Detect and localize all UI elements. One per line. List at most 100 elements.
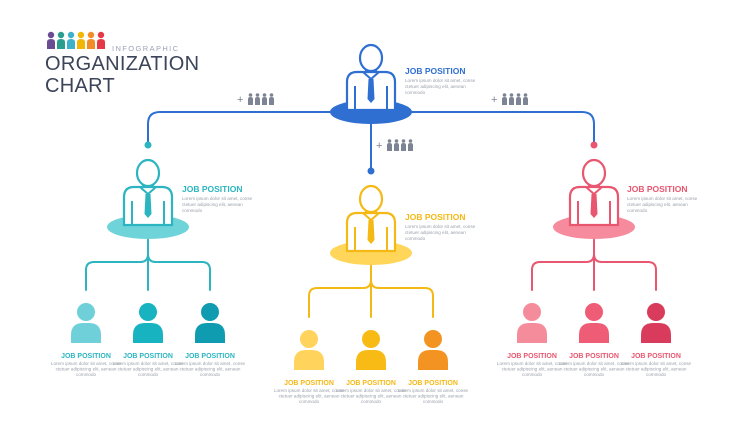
- staff-desc-3: commodo: [138, 372, 159, 377]
- connector-lines: [85, 111, 657, 318]
- top-position-desc-1: Lorem ipsum dolor sit amet, conse: [405, 78, 476, 83]
- connector-teal-staff-3: [147, 239, 211, 291]
- people-group-icon: [509, 93, 514, 105]
- manager-3-desc-2: ctetuer adipiscing elit, aenean: [627, 202, 688, 207]
- staff-desc-2: ctetuer adipiscing elit, aenean: [56, 367, 117, 372]
- top-position-desc-2: ctetuer adipiscing elit, aenean: [405, 84, 466, 89]
- logo-person-icon: [87, 31, 95, 49]
- manager-1-desc-2: ctetuer adipiscing elit, aenean: [182, 202, 243, 207]
- manager-3-figure[interactable]: [553, 158, 635, 239]
- manager-2-text: JOB POSITION Lorem ipsum dolor sit amet,…: [405, 212, 476, 241]
- top-position-desc-3: commodo: [405, 90, 426, 95]
- staff-desc-3: commodo: [423, 399, 444, 404]
- staff-title: JOB POSITION: [61, 353, 111, 360]
- connector-yellow-staff-1: [308, 265, 372, 318]
- manager-1-figure[interactable]: [107, 158, 189, 239]
- manager-2-figure[interactable]: [330, 184, 412, 265]
- person-silhouette-icon: [517, 303, 547, 343]
- page-title-line1: ORGANIZATION: [45, 53, 199, 75]
- manager-3-desc-1: Lorem ipsum dolor sit amet, conse: [627, 196, 698, 201]
- staff-desc-2: ctetuer adipiscing elit, aenean: [403, 394, 464, 399]
- person-with-tie-icon: [568, 158, 620, 227]
- add-people-right: +: [491, 93, 528, 106]
- staff-desc-3: commodo: [200, 372, 221, 377]
- staff-desc-3: commodo: [361, 399, 382, 404]
- people-group-icon: [523, 93, 528, 105]
- staff-desc-3: commodo: [646, 372, 667, 377]
- person-silhouette-icon: [641, 303, 671, 343]
- manager-1-text: JOB POSITION Lorem ipsum dolor sit amet,…: [182, 184, 253, 213]
- staff-title: JOB POSITION: [569, 353, 619, 360]
- staff-desc-3: commodo: [522, 372, 543, 377]
- manager-1-desc-1: Lorem ipsum dolor sit amet, conse: [182, 196, 253, 201]
- connector-yellow-staff-3: [370, 265, 434, 318]
- people-group-icon: [401, 139, 406, 151]
- staff-desc-2: ctetuer adipiscing elit, aenean: [564, 367, 625, 372]
- staff-desc-2: ctetuer adipiscing elit, aenean: [118, 367, 179, 372]
- people-group-icon: [394, 139, 399, 151]
- logo-person-icon: [97, 31, 105, 49]
- people-group-icon: [255, 93, 260, 105]
- staff-desc-3: commodo: [584, 372, 605, 377]
- staff-title: JOB POSITION: [631, 353, 681, 360]
- staff-desc-1: Lorem ipsum dolor sit amet, conse: [175, 361, 246, 366]
- manager-3-title: JOB POSITION: [627, 184, 687, 194]
- staff-desc-1: Lorem ipsum dolor sit amet, conse: [113, 361, 184, 366]
- staff-desc-1: Lorem ipsum dolor sit amet, conse: [621, 361, 692, 366]
- staff-title: JOB POSITION: [507, 353, 557, 360]
- top-position-figure[interactable]: [330, 43, 412, 124]
- staff-title: JOB POSITION: [284, 380, 334, 387]
- staff-title: JOB POSITION: [185, 353, 235, 360]
- person-silhouette-icon: [294, 330, 324, 370]
- people-logo-icon: [47, 31, 105, 49]
- people-group-icon: [248, 93, 253, 105]
- add-people-markers: + + +: [237, 93, 528, 152]
- staff-desc-1: Lorem ipsum dolor sit amet, conse: [336, 388, 407, 393]
- staff-title: JOB POSITION: [408, 380, 458, 387]
- person-silhouette-icon: [71, 303, 101, 343]
- manager-2-desc-1: Lorem ipsum dolor sit amet, conse: [405, 224, 476, 229]
- plus-label: +: [376, 140, 382, 152]
- connector-top-left: [147, 111, 331, 143]
- staff-desc-1: Lorem ipsum dolor sit amet, conse: [51, 361, 122, 366]
- staff-desc-3: commodo: [76, 372, 97, 377]
- logo-person-icon: [47, 31, 55, 49]
- staff-desc-2: ctetuer adipiscing elit, aenean: [279, 394, 340, 399]
- staff-desc-2: ctetuer adipiscing elit, aenean: [180, 367, 241, 372]
- manager-3-desc-3: commodo: [627, 208, 648, 213]
- connector-dot: [590, 141, 598, 149]
- people-group-icon: [516, 93, 521, 105]
- manager-2-desc-2: ctetuer adipiscing elit, aenean: [405, 230, 466, 235]
- connector-dot: [144, 141, 152, 149]
- manager-1-desc-3: commodo: [182, 208, 203, 213]
- staff-desc-1: Lorem ipsum dolor sit amet, conse: [398, 388, 469, 393]
- staff-desc-2: ctetuer adipiscing elit, aenean: [502, 367, 563, 372]
- person-silhouette-icon: [579, 303, 609, 343]
- people-group-icon: [408, 139, 413, 151]
- top-position-title: JOB POSITION: [405, 66, 465, 76]
- person-with-tie-icon: [345, 184, 397, 253]
- top-position-node[interactable]: [330, 43, 412, 124]
- people-group-icon: [387, 139, 392, 151]
- staff-title: JOB POSITION: [346, 380, 396, 387]
- people-group-icon: [502, 93, 507, 105]
- person-silhouette-icon: [195, 303, 225, 343]
- staff-desc-3: commodo: [299, 399, 320, 404]
- page-title-line2: CHART: [45, 75, 115, 97]
- eyebrow-label: INFOGRAPHIC: [112, 44, 180, 53]
- plus-label: +: [237, 94, 243, 106]
- connector-top-right: [411, 111, 595, 143]
- staff-desc-2: ctetuer adipiscing elit, aenean: [341, 394, 402, 399]
- manager-1-title: JOB POSITION: [182, 184, 242, 194]
